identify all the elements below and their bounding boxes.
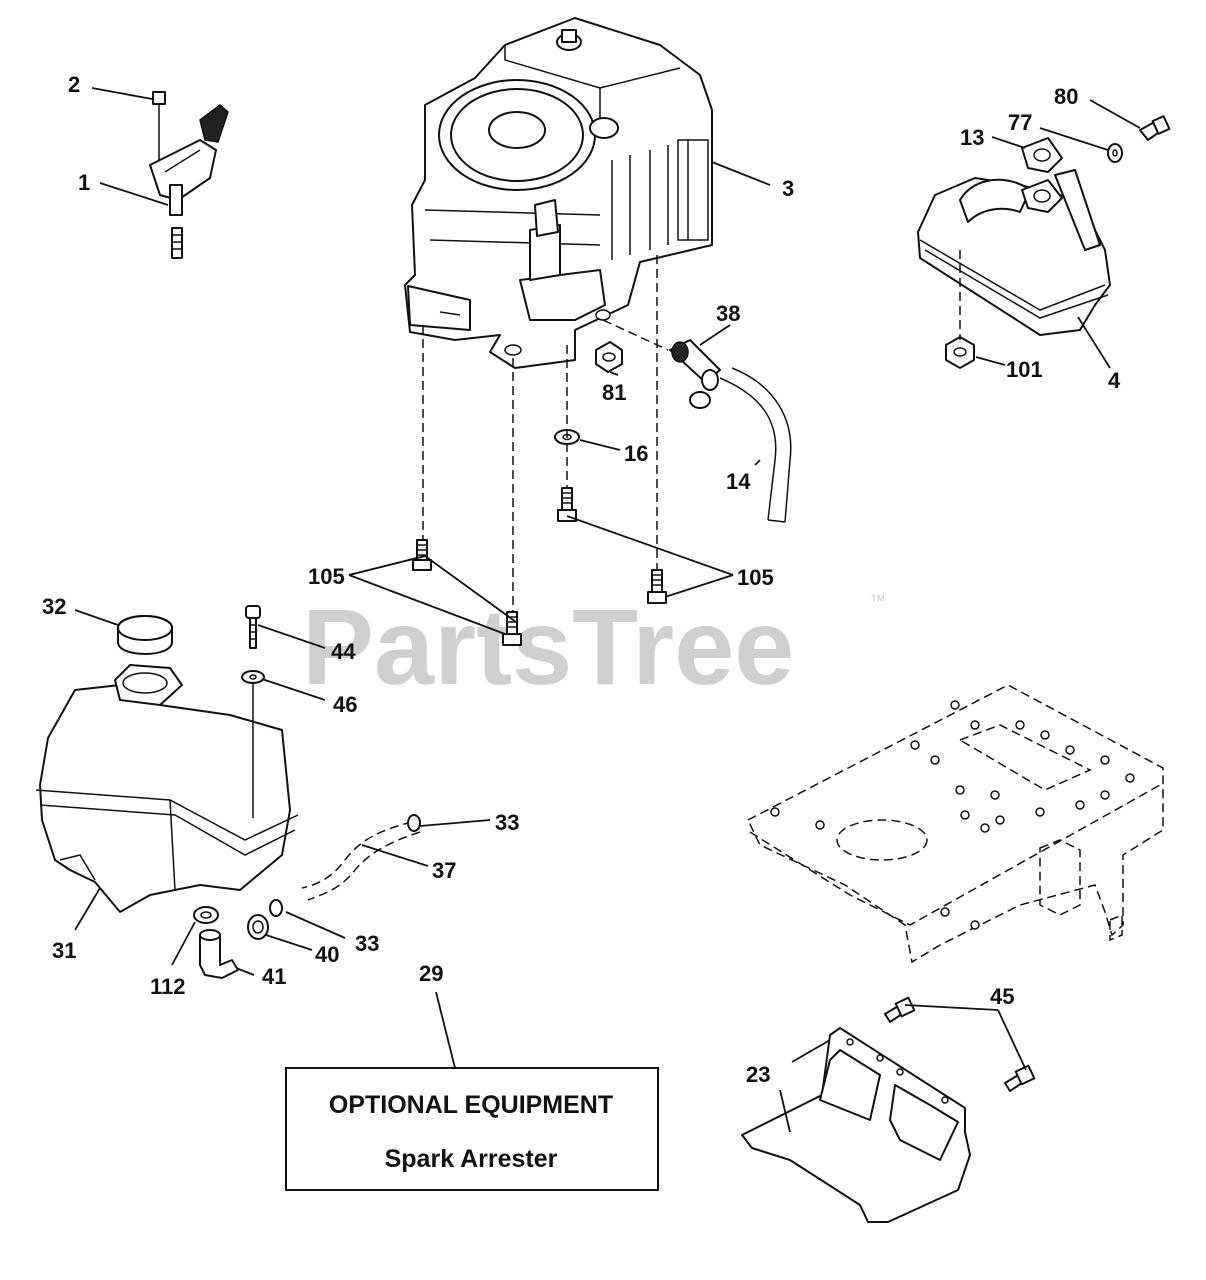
callout-101: 101 [1006,357,1043,382]
shutoff-valve-41-part [199,929,239,979]
washer-46-part [241,670,265,684]
callout-33-bottom: 33 [355,931,379,956]
optional-equipment-box: OPTIONAL EQUIPMENT Spark Arrester [285,1067,659,1191]
grommet-112-part [193,906,219,924]
frame-holes [770,700,1135,930]
clamp-33-b-part [269,899,283,917]
callout-3: 3 [782,176,794,201]
callout-105-left: 105 [308,564,345,589]
callout-1: 1 [78,170,90,195]
callout-29: 29 [419,961,443,986]
fuel-cap-32-part [117,615,173,655]
callout-38: 38 [716,301,740,326]
screw-45-a-part [884,996,916,1023]
engine-part [404,17,713,369]
clamp-33-a-part [407,814,421,832]
optional-equipment-subtitle: Spark Arrester [385,1145,558,1173]
callout-32: 32 [42,594,66,619]
callout-37: 37 [432,858,456,883]
callout-14: 14 [726,469,751,494]
callout-46: 46 [333,692,357,717]
bolt-80-part [1139,115,1171,141]
callout-23: 23 [746,1062,770,1087]
callout-45: 45 [990,984,1014,1009]
nut-101-part [945,336,975,369]
callout-2: 2 [68,72,80,97]
callout-16: 16 [624,441,648,466]
optional-equipment-title: OPTIONAL EQUIPMENT [329,1091,613,1119]
bolt-105-a [412,539,432,571]
callout-112: 112 [150,974,186,999]
throttle-control-part [149,91,229,259]
fuel-line-37-part [301,821,421,901]
callout-81: 81 [602,380,626,405]
callout-80: 80 [1054,84,1078,109]
callout-105-right: 105 [737,565,774,590]
fitting-40-part [247,914,269,940]
washer-77-part [1107,143,1123,163]
callout-labels: 2 1 3 80 77 13 38 101 4 81 16 14 105 105… [42,72,1121,1087]
leader-lines [74,87,1141,1133]
callout-31: 31 [52,938,76,963]
muffler-part [917,169,1111,336]
flange-part [1021,179,1063,213]
watermark-text: PartsTree [302,586,794,707]
callout-4: 4 [1108,368,1121,393]
nut-81-part [595,341,623,373]
frame-part [747,684,1164,964]
trademark-symbol: ™ [870,593,886,610]
screw-45-b-part [1004,1064,1036,1092]
callout-77: 77 [1008,110,1032,135]
bolt-105-b [502,611,522,646]
fuel-filter-part [669,339,721,409]
gasket-13-part [1021,137,1063,173]
callout-44: 44 [331,639,356,664]
fuel-tank-part [35,664,299,913]
screw-44-part [245,605,261,649]
callout-33-top: 33 [495,810,519,835]
heat-shield-23-part [741,1027,971,1223]
callout-13: 13 [960,125,984,150]
fuel-hose-part [719,367,792,523]
callout-40: 40 [315,942,339,967]
callout-41: 41 [262,964,286,989]
